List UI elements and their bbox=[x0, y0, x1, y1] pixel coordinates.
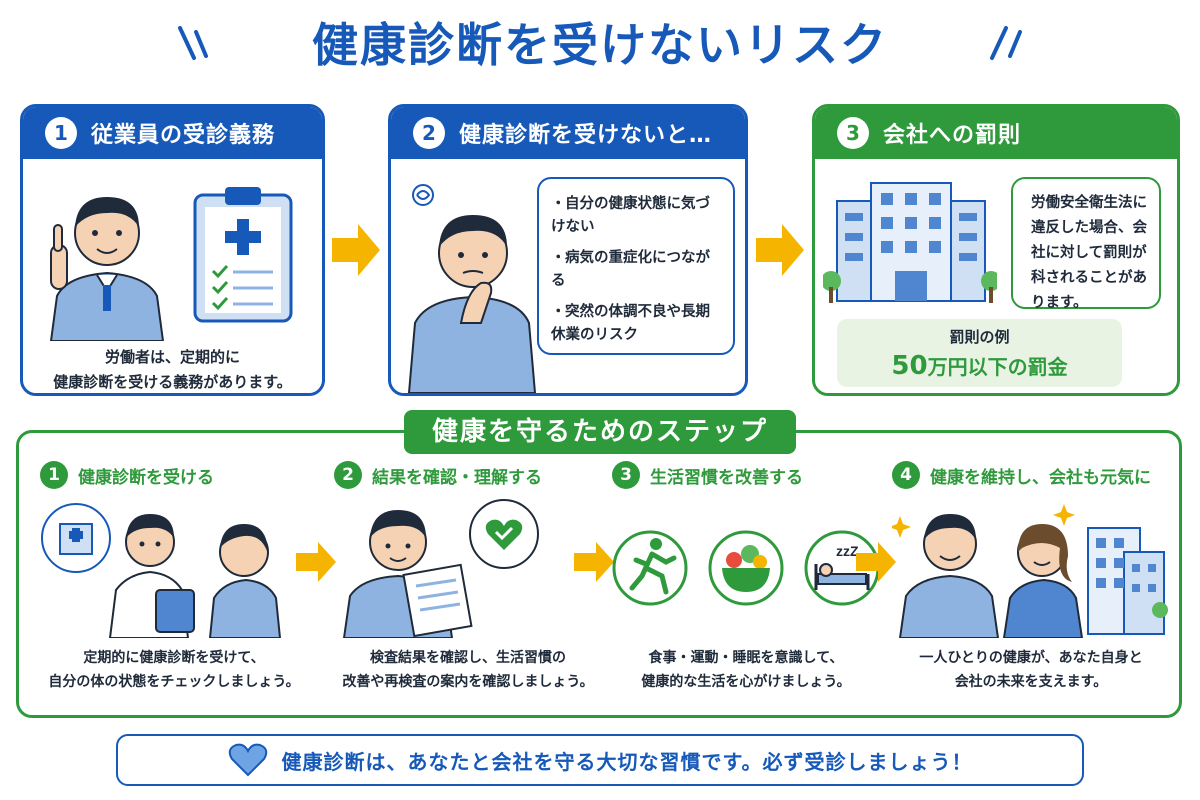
salad-bowl-icon bbox=[708, 530, 784, 606]
step-caption: 検査結果を確認し、生活習慣の 改善や再検査の案内を確認しましょう。 bbox=[342, 650, 594, 690]
step-4: 4 健康を維持し、会社も元気に 一人ひとりの健康が、あなた自身と 会社の未来を支… bbox=[892, 458, 1170, 690]
arrow-right-icon bbox=[574, 542, 614, 582]
svg-text:zzZ: zzZ bbox=[836, 543, 859, 559]
accent-lines-icon bbox=[178, 26, 208, 60]
footer-text: 健康診断は、あなたと会社を守る大切な習慣です。必ず受診しましょう！ bbox=[281, 749, 973, 774]
step-caption: 一人ひとりの健康が、あなた自身と 会社の未来を支えます。 bbox=[919, 650, 1143, 690]
arrow-right-icon bbox=[856, 542, 896, 582]
steps-title: 健康を守るためのステップ bbox=[403, 410, 796, 454]
happy-workers-icon bbox=[892, 504, 1168, 638]
card-number: 3 bbox=[837, 117, 869, 149]
list-item: ・病気の重症化につながる bbox=[551, 250, 710, 289]
accent-lines-icon bbox=[990, 26, 1022, 60]
card-title: 会社への罰則 bbox=[883, 123, 1022, 148]
office-building-icon bbox=[823, 182, 997, 303]
fine-example-box: 罰則の例 50万円以下の罰金 bbox=[837, 319, 1122, 387]
step-number: 1 bbox=[40, 461, 68, 489]
step-number: 3 bbox=[612, 461, 640, 489]
arrow-right-icon bbox=[756, 224, 804, 276]
list-item: ・突然の体調不良や長期休業のリスク bbox=[551, 304, 710, 343]
step-title: 結果を確認・理解する bbox=[372, 467, 542, 488]
worried-worker-icon bbox=[407, 184, 537, 393]
step-3: 3 生活習慣を改善する zzZ 食事・運動・睡眠を意識して、 健康的な生活を心が… bbox=[612, 458, 880, 690]
fine-amount: 50万円以下の罰金 bbox=[891, 351, 1068, 381]
card-header: 3 会社への罰則 bbox=[815, 107, 1177, 159]
doctor-consultation-icon bbox=[41, 503, 282, 638]
card-employee-obligation: 1 従業員の受診義務 労働者は、定期的に 健康診断を受ける義務があります。 bbox=[20, 104, 325, 396]
step-2: 2 結果を確認・理解する 検査結果を確認し、生活習慣の 改善や再検査の案内を確認… bbox=[334, 458, 602, 690]
step-title: 健康を維持し、会社も元気に bbox=[930, 467, 1151, 488]
reading-report-icon bbox=[342, 499, 539, 638]
running-icon bbox=[612, 530, 688, 606]
card-title: 健康診断を受けないと… bbox=[459, 123, 713, 148]
fine-label: 罰則の例 bbox=[949, 328, 1010, 346]
steps-title-area: 健康を守るためのステップ bbox=[0, 410, 1200, 454]
card-caption: 労働者は、定期的に 健康診断を受ける義務があります。 bbox=[53, 348, 292, 391]
card-company-penalty: 3 会社への罰則 労働安全衛生法に違反した場合、会社に対して罰則が科されることが… bbox=[812, 104, 1180, 396]
title-area: 健康診断を受けないリスク bbox=[0, 10, 1200, 80]
penalty-text: 労働安全衛生法に違反した場合、会社に対して罰則が科されることがあります。 bbox=[1031, 195, 1147, 311]
arrow-right-icon bbox=[296, 542, 336, 582]
step-title: 生活習慣を改善する bbox=[650, 467, 803, 488]
step-1: 1 健康診断を受ける 定期的に健康診断を受けて、 自分の体の状態をチェックしまし… bbox=[40, 458, 308, 690]
heart-icon bbox=[228, 743, 267, 777]
card-number: 2 bbox=[413, 117, 445, 149]
page-title: 健康診断を受けないリスク bbox=[312, 18, 888, 72]
step-caption: 定期的に健康診断を受けて、 自分の体の状態をチェックしましょう。 bbox=[48, 650, 300, 690]
card-header: 1 従業員の受診義務 bbox=[23, 107, 322, 159]
card-title: 従業員の受診義務 bbox=[91, 123, 276, 148]
step-number: 2 bbox=[334, 461, 362, 489]
speech-bubble: 労働安全衛生法に違反した場合、会社に対して罰則が科されることがあります。 bbox=[1011, 177, 1161, 311]
lifestyle-icons: zzZ bbox=[612, 530, 880, 606]
card-header: 2 健康診断を受けないと… bbox=[391, 107, 745, 159]
footer-banner: 健康診断は、あなたと会社を守る大切な習慣です。必ず受診しましょう！ bbox=[116, 734, 1084, 786]
card-number: 1 bbox=[45, 117, 77, 149]
step-caption: 食事・運動・睡眠を意識して、 健康的な生活を心がけましょう。 bbox=[641, 650, 851, 690]
list-item: ・自分の健康状態に気づけない bbox=[551, 196, 710, 235]
step-number: 4 bbox=[892, 461, 920, 489]
speech-bubble: ・自分の健康状態に気づけない ・病気の重症化につながる ・突然の体調不良や長期休… bbox=[537, 177, 735, 355]
step-title: 健康診断を受ける bbox=[78, 467, 214, 488]
worker-pointing-icon bbox=[49, 197, 165, 341]
building-icon bbox=[1087, 527, 1168, 635]
arrow-right-icon bbox=[332, 224, 380, 276]
card-consequences: 2 健康診断を受けないと… ・自分の健康状態に気づけない ・病気の重症化につなが… bbox=[388, 104, 748, 396]
clipboard-checklist-icon bbox=[193, 187, 293, 323]
